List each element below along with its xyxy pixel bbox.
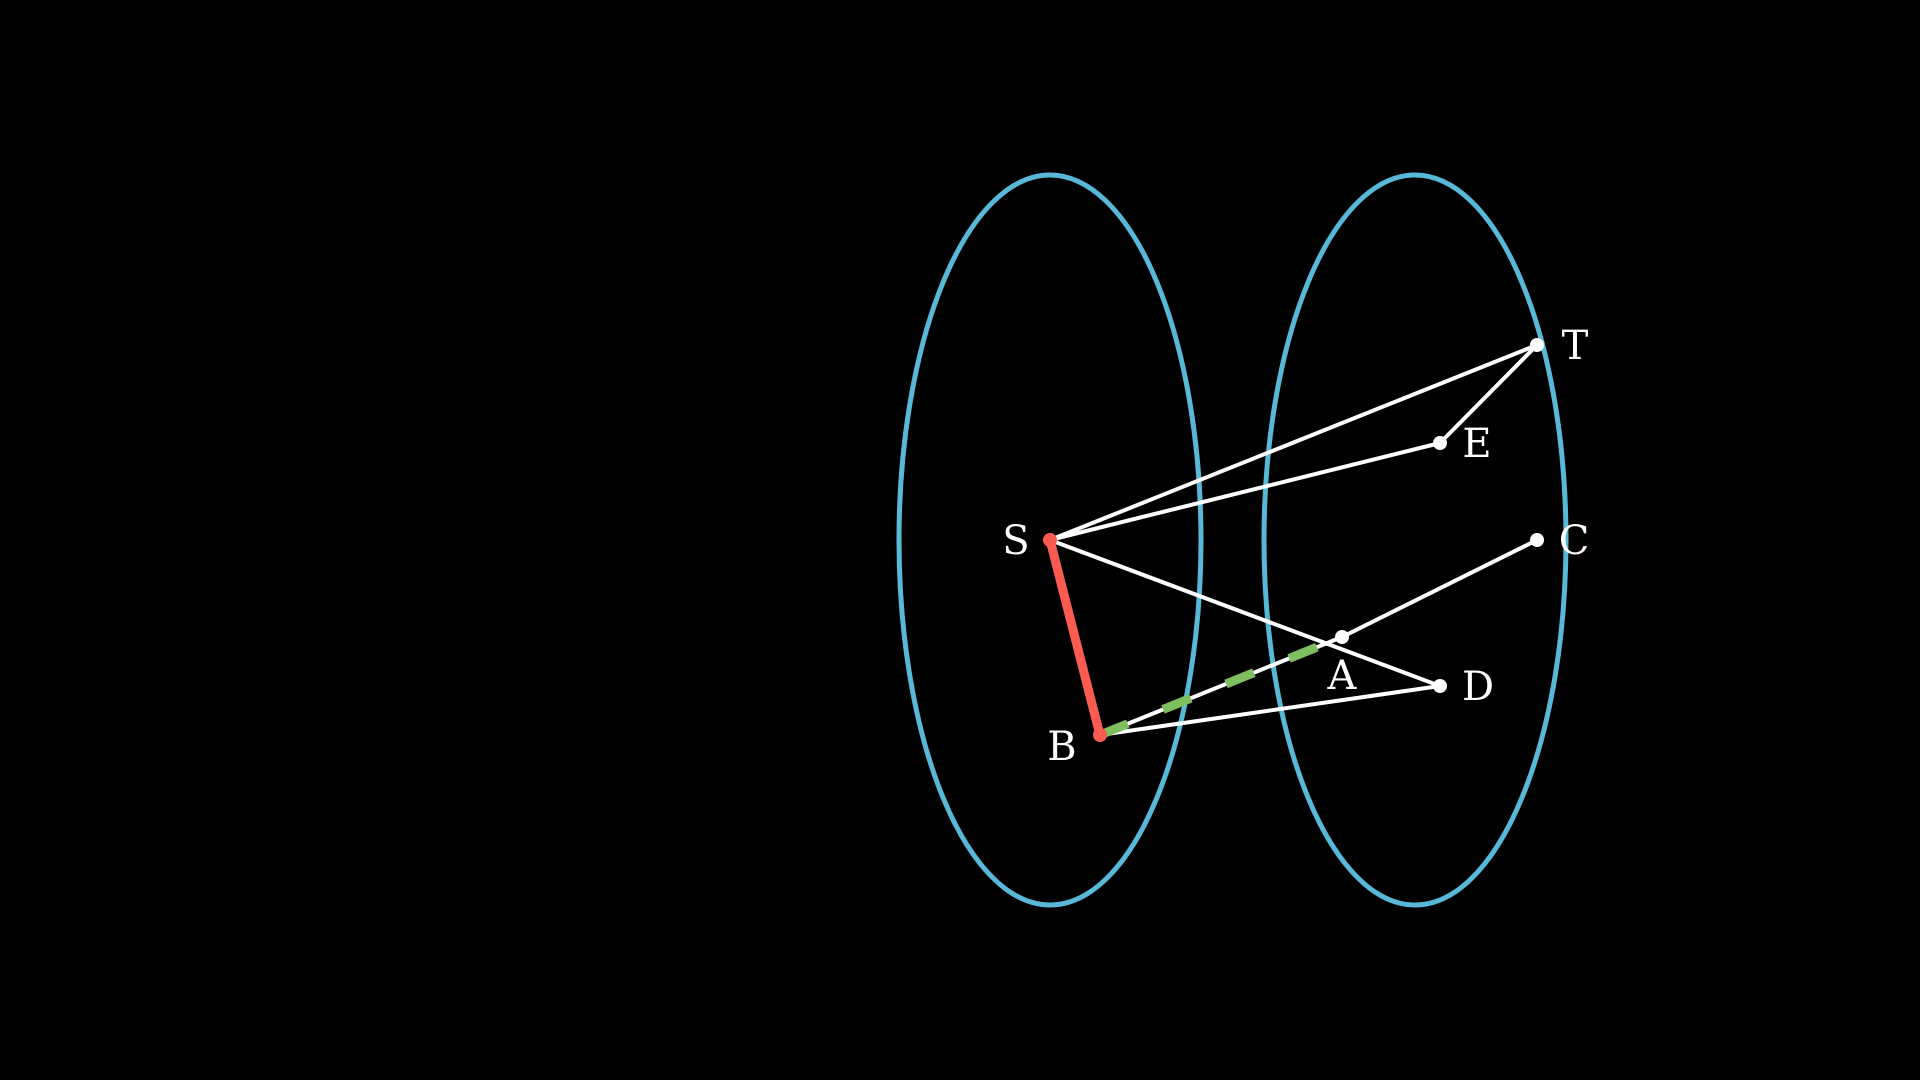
edge-s-b-highlight xyxy=(1045,535,1105,740)
node-c xyxy=(1530,533,1544,547)
nodes-layer xyxy=(1043,338,1544,742)
edge-s-e xyxy=(1049,441,1441,542)
edge-s-d xyxy=(1049,538,1441,688)
node-label-d: D xyxy=(1462,664,1494,710)
edge-e-t xyxy=(1438,343,1539,445)
right-set-outline xyxy=(1261,172,1569,908)
edge-b-a-dashed xyxy=(1098,632,1344,740)
edges-layer xyxy=(1045,343,1539,740)
node-e xyxy=(1433,436,1447,450)
node-d xyxy=(1433,679,1447,693)
edge-b-d xyxy=(1099,684,1441,737)
edge-s-t xyxy=(1049,343,1538,542)
node-label-s: S xyxy=(1002,518,1029,564)
node-label-a: A xyxy=(1327,653,1358,699)
left-set-outline xyxy=(896,172,1204,908)
node-label-t: T xyxy=(1562,323,1589,369)
node-a xyxy=(1335,630,1349,644)
labels-layer: S B T E C A D xyxy=(1002,323,1589,770)
node-label-c: C xyxy=(1559,518,1590,564)
node-t xyxy=(1530,338,1544,352)
node-s xyxy=(1043,533,1057,547)
edge-a-c xyxy=(1341,538,1538,639)
node-b xyxy=(1093,728,1107,742)
sets-layer xyxy=(896,172,1569,908)
node-label-e: E xyxy=(1462,421,1491,467)
node-label-b: B xyxy=(1047,724,1076,770)
